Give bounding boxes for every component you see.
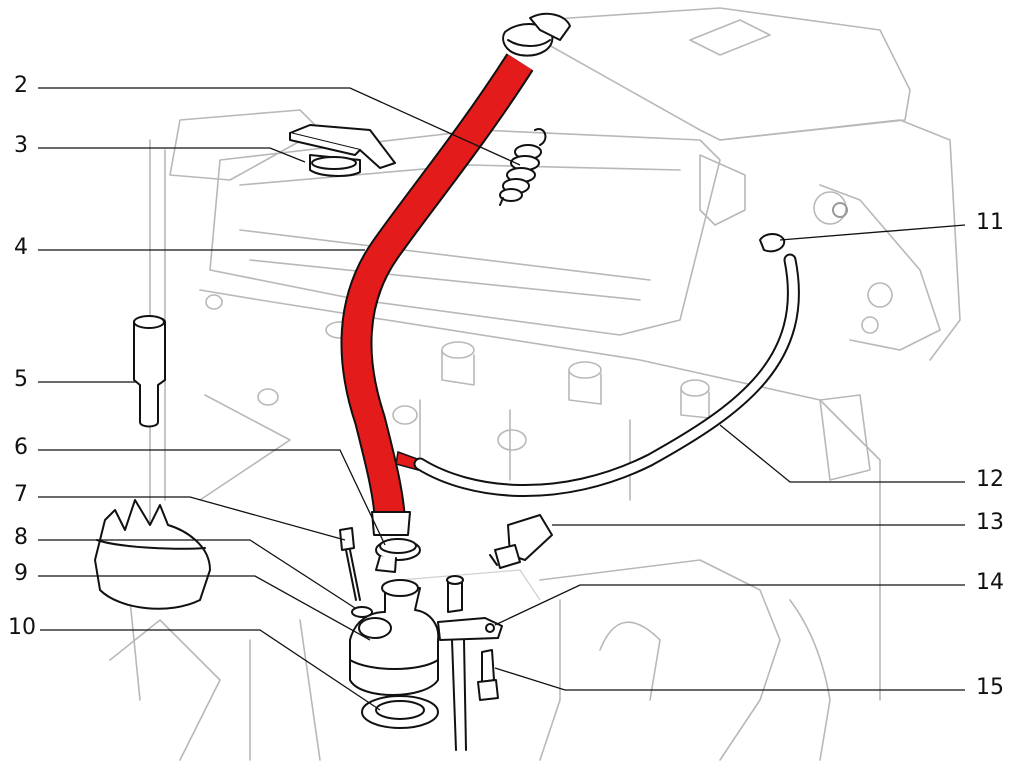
washer (351, 606, 373, 618)
callout-9: 9 (14, 561, 28, 586)
callout-14: 14 (976, 570, 1004, 595)
thin-breather-hose (413, 253, 800, 497)
callout-15: 15 (976, 675, 1004, 700)
callout-6: 6 (14, 435, 28, 460)
distributor-cap (94, 499, 211, 610)
dipstick-tube (437, 575, 503, 751)
top-clamp (502, 12, 571, 57)
spring-retainer (499, 128, 547, 206)
callout-2: 2 (14, 73, 28, 98)
gasket (361, 695, 439, 729)
oil-filler-cap (289, 124, 396, 177)
breather-hose-red (340, 53, 534, 536)
callout-3: 3 (14, 133, 28, 158)
callout-13: 13 (976, 510, 1004, 535)
screw (477, 649, 499, 701)
small-hose-clamp (759, 233, 786, 253)
hose-clamp (375, 538, 421, 573)
callout-11: 11 (976, 210, 1004, 235)
engine-background (109, 7, 961, 761)
callout-12: 12 (976, 467, 1004, 492)
plug-sleeve (133, 315, 166, 428)
leader-lines (38, 87, 966, 711)
callout-4: 4 (14, 235, 28, 260)
bolt (339, 527, 361, 601)
pressure-sensor (489, 514, 553, 569)
callout-10: 10 (8, 615, 36, 640)
callout-8: 8 (14, 525, 28, 550)
callout-5: 5 (14, 367, 28, 392)
housing (349, 579, 440, 696)
callout-7: 7 (14, 482, 28, 507)
